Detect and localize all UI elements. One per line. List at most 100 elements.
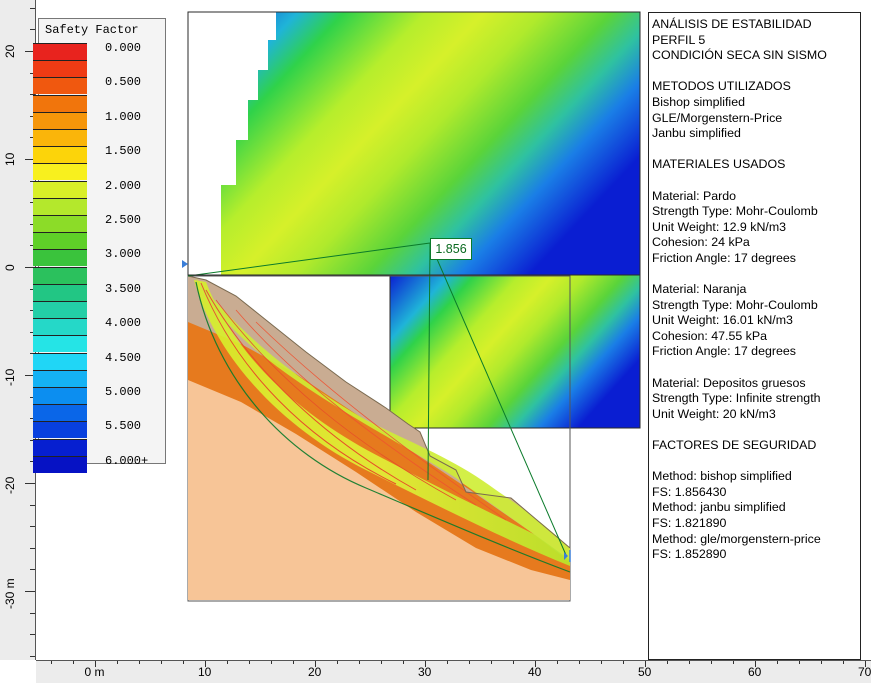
info-spacer: [652, 360, 857, 376]
info-spacer: [652, 142, 857, 158]
legend-label: 1.000: [105, 109, 142, 124]
x-tick-mark: [249, 661, 250, 664]
legend-label: 0.000: [105, 41, 142, 55]
x-tick-mark: [315, 661, 316, 667]
left-endpoint-marker: [182, 260, 188, 268]
info-line: Material: Depositos gruesos: [652, 375, 806, 390]
info-line: Unit Weight: 12.9 kN/m3: [652, 219, 787, 234]
x-tick-mark: [95, 661, 96, 667]
x-tick-mark: [359, 661, 360, 664]
legend-swatch: [33, 318, 87, 336]
legend-label: 3.000: [105, 247, 142, 262]
legend-swatch: [33, 111, 87, 129]
legend-swatch: [33, 146, 87, 164]
x-tick-mark: [227, 661, 228, 664]
x-tick-label: 40: [528, 665, 542, 679]
info-spacer: [652, 267, 857, 283]
right-endpoint-marker-a: [564, 552, 568, 560]
x-tick-mark: [117, 661, 118, 664]
info-line: Method: gle/morgenstern-price: [652, 531, 821, 546]
info-line: Cohesion: 24 kPa: [652, 235, 750, 250]
info-line: Cohesion: 47.55 kPa: [652, 328, 768, 343]
y-tick-mark: [30, 547, 35, 549]
y-tick-label: 10: [3, 152, 17, 166]
x-tick-mark: [73, 661, 74, 664]
info-line: FS: 1.852890: [652, 547, 727, 562]
info-line: ANÁLISIS DE ESTABILIDAD: [652, 17, 812, 31]
legend-label: 6.000+: [105, 453, 149, 468]
y-tick-mark: [30, 655, 35, 657]
info-line: Method: janbu simplified: [652, 500, 786, 515]
info-line: Material: Pardo: [652, 188, 737, 203]
y-tick-mark: [30, 439, 35, 441]
legend-swatch: [33, 215, 87, 232]
legend-swatch: [33, 43, 87, 60]
y-tick-mark: [30, 569, 35, 571]
y-tick-label: -10: [3, 368, 17, 386]
info-spacer: [652, 173, 857, 189]
legend-swatch: [33, 455, 87, 473]
x-tick-mark: [403, 661, 404, 664]
x-tick-mark: [139, 661, 140, 664]
legend-swatch: [33, 404, 87, 422]
x-tick-mark: [777, 661, 778, 664]
x-tick-label: 0 m: [84, 665, 105, 679]
info-line: Unit Weight: 16.01 kN/m3: [652, 313, 793, 328]
legend-label: 2.000: [105, 178, 142, 193]
legend-label: 5.000: [105, 385, 142, 399]
x-tick-label: 20: [308, 665, 322, 679]
x-tick-mark: [579, 661, 580, 664]
x-tick-mark: [447, 661, 448, 664]
legend-title: Safety Factor: [45, 23, 139, 37]
x-tick-mark: [667, 661, 668, 664]
x-tick-mark: [491, 661, 492, 664]
critical-fs-label[interactable]: 1.856: [430, 238, 472, 260]
legend-swatch: [33, 335, 87, 353]
y-tick-label: 20: [3, 44, 17, 58]
legend-swatch: [33, 249, 87, 267]
legend-swatch: [33, 352, 87, 370]
x-tick-mark: [51, 661, 52, 664]
info-line: MATERIALES USADOS: [652, 157, 786, 172]
info-line: Strength Type: Mohr-Coulomb: [652, 297, 818, 312]
info-spacer: [652, 64, 857, 80]
legend-swatch: [33, 301, 87, 318]
y-tick-mark: [25, 375, 35, 376]
x-tick-label: 30: [418, 665, 432, 679]
y-tick-mark: [25, 159, 35, 160]
y-tick-mark: [30, 115, 35, 117]
legend-swatch: [33, 421, 87, 439]
info-line: FS: 1.821890: [652, 516, 727, 530]
info-line: Strength Type: Mohr-Coulomb: [652, 204, 818, 219]
y-tick-mark: [30, 526, 35, 528]
legend-swatch: [33, 94, 87, 112]
y-tick-mark: [30, 245, 35, 247]
info-spacer: [652, 454, 857, 470]
x-tick-label: 70: [858, 665, 871, 679]
info-line: Friction Angle: 17 degrees: [652, 344, 796, 359]
x-tick-mark: [513, 661, 514, 664]
x-tick-mark: [337, 661, 338, 664]
x-tick-mark: [623, 661, 624, 664]
model-canvas[interactable]: 1.856: [36, 0, 871, 660]
info-line: Unit Weight: 20 kN/m3: [652, 406, 776, 421]
legend-swatch: [33, 283, 87, 301]
y-tick-mark: [30, 223, 35, 225]
x-tick-label: 10: [198, 665, 212, 679]
legend-swatch: [33, 60, 87, 78]
y-tick-mark: [30, 94, 35, 96]
y-tick-label: -20: [3, 476, 17, 494]
x-tick-mark: [601, 661, 602, 664]
x-tick-mark: [271, 661, 272, 664]
y-tick-mark: [30, 72, 35, 74]
legend-label: 0.500: [105, 75, 142, 90]
x-tick-mark: [557, 661, 558, 664]
x-tick-mark: [425, 661, 426, 667]
y-tick-mark: [30, 418, 35, 420]
x-tick-mark: [381, 661, 382, 664]
legend-swatch: [33, 387, 87, 404]
